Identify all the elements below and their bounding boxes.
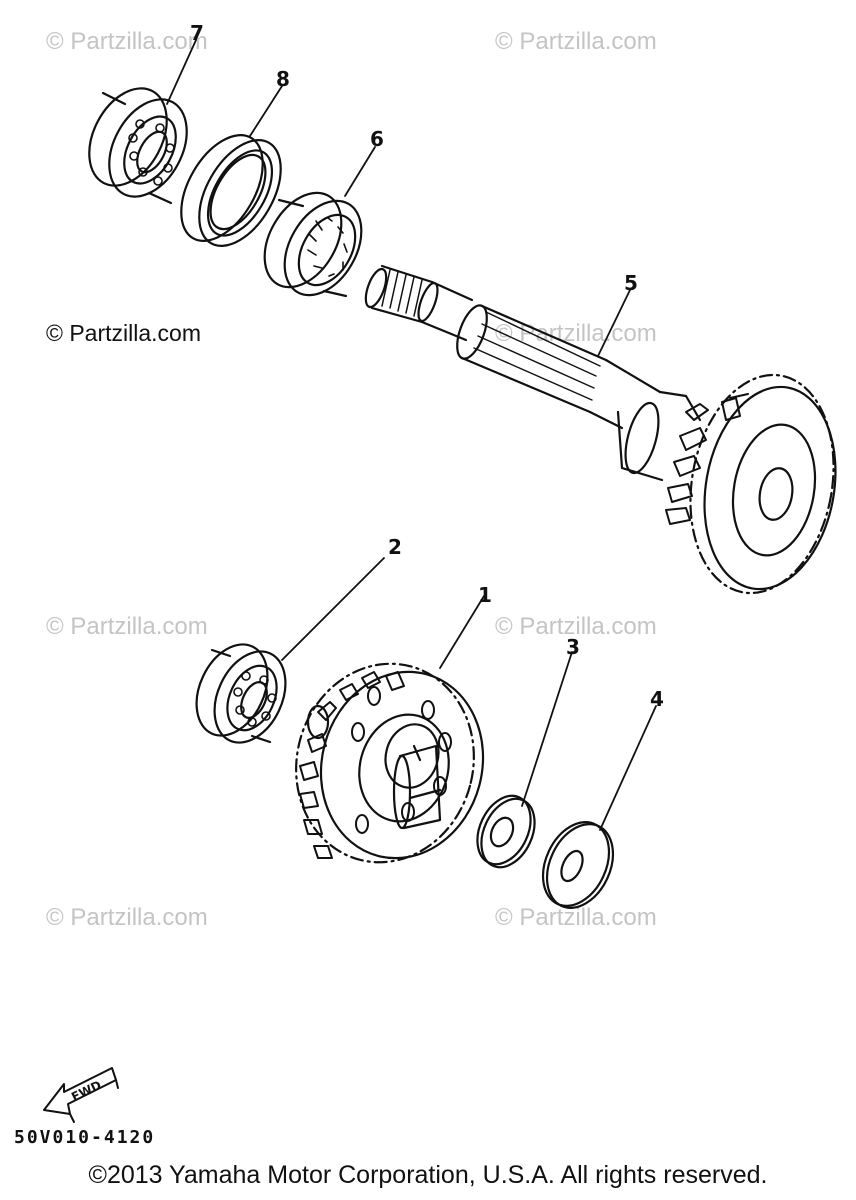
leader-line xyxy=(597,289,631,357)
copyright-notice: ©2013 Yamaha Motor Corporation, U.S.A. A… xyxy=(88,1161,768,1189)
callout-3: 3 xyxy=(566,635,580,659)
leader-line xyxy=(599,705,657,831)
leader-line xyxy=(521,651,573,807)
leader-line xyxy=(249,85,283,137)
watermark: © Partzilla.com xyxy=(495,28,657,55)
callout-2: 2 xyxy=(388,535,402,559)
bearing-part-7 xyxy=(88,87,188,205)
callout-4: 4 xyxy=(650,687,664,711)
leader-line xyxy=(344,146,376,197)
diagram-code: 50V010-4120 xyxy=(14,1127,156,1148)
watermark: © Partzilla.com xyxy=(46,904,208,931)
watermark: © Partzilla.com xyxy=(495,613,657,640)
callout-8: 8 xyxy=(276,67,290,91)
shaft-part-5 xyxy=(364,264,837,595)
washer-part-3 xyxy=(476,794,536,869)
bearing-part-2 xyxy=(195,643,287,744)
watermark: © Partzilla.com xyxy=(46,320,201,346)
callout-6: 6 xyxy=(370,127,384,151)
seal-part-8 xyxy=(180,134,282,247)
callout-7: 7 xyxy=(190,21,204,45)
watermark: © Partzilla.com xyxy=(46,28,208,55)
gear-part-1 xyxy=(295,662,485,864)
callout-1: 1 xyxy=(478,583,492,607)
leader-line xyxy=(166,39,197,105)
washer-part-4 xyxy=(541,821,615,909)
callout-5: 5 xyxy=(624,271,638,295)
watermark: © Partzilla.com xyxy=(46,613,208,640)
fwd-arrow-icon xyxy=(43,1067,119,1123)
leader-line xyxy=(439,595,485,669)
needle-bearing-part-6 xyxy=(263,191,363,298)
leader-line xyxy=(281,557,385,661)
